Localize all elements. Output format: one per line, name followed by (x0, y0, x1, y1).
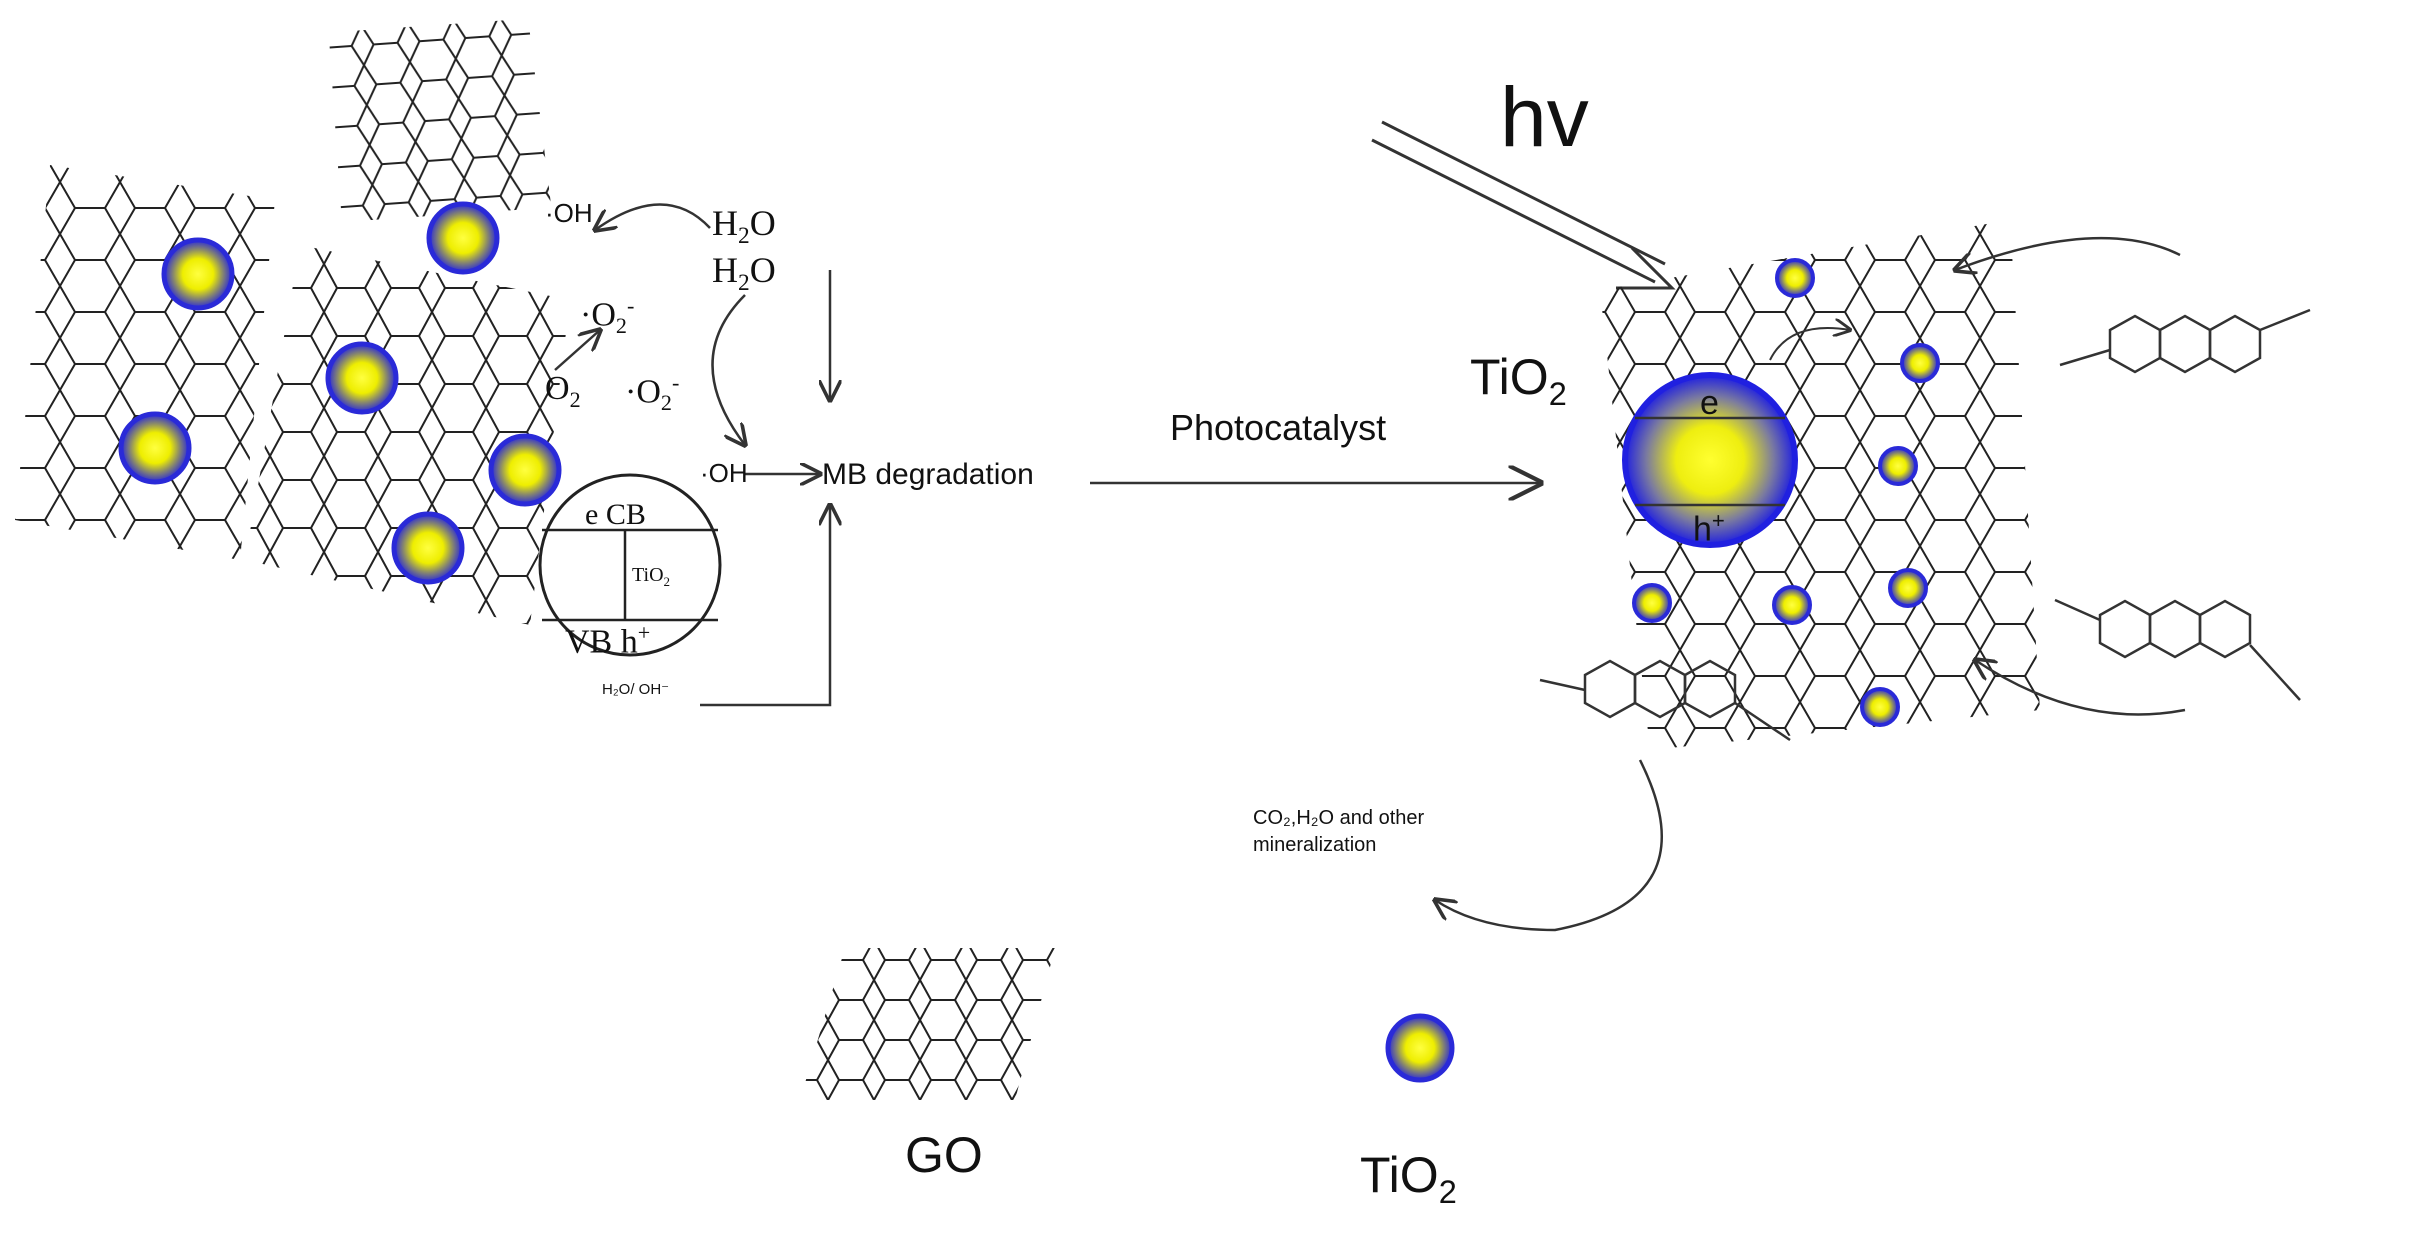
tio2-particle (488, 433, 562, 507)
mineralization-label: CO₂,H₂O and other mineralization (1253, 805, 1424, 859)
tio2-main-label: TiO2 (1470, 349, 1567, 412)
go-caption: GO (905, 1127, 983, 1183)
band-diagram-magnifier (538, 473, 722, 657)
radical-arrows (554, 203, 1540, 707)
light-hv-label: hv (1500, 70, 1589, 164)
left-graphene-composite (15, 18, 570, 625)
tio2-particle (1860, 687, 1900, 727)
arrow-molecule-in-bottom (1975, 660, 2186, 716)
tio2-particle (118, 411, 192, 485)
oxygen-label: O2 (545, 370, 581, 412)
arrow-mineralization (1435, 759, 1663, 932)
tio2-particle (391, 511, 465, 585)
tio2-particle (1888, 568, 1928, 608)
hydroxyl-radical-top: ·OH (545, 198, 593, 228)
legend-go-sheet (800, 948, 1055, 1100)
arrow-o2-radical (554, 330, 600, 371)
left-tio2-particles (118, 201, 562, 585)
tio2-particle (1772, 585, 1812, 625)
superoxide-radical-2: ·O2- (625, 370, 680, 416)
mb-molecule-on-sheet (1539, 659, 1791, 742)
water-label-1: H2O (712, 203, 776, 250)
tio2-particle (325, 341, 399, 415)
water-label-2: H2O (712, 250, 776, 297)
tio2-particle (1878, 446, 1918, 486)
right-tio2-particles (1632, 258, 1940, 727)
hydroxyl-radical-mid: ·OH (700, 458, 748, 488)
electron-label: e (1700, 384, 1719, 422)
large-tio2-particle (1622, 372, 1798, 548)
valence-band-label: VB h+ (565, 620, 651, 661)
arrow-electron-transfer (1769, 328, 1850, 361)
legend-tio2-particle (1385, 1013, 1455, 1083)
graphene-sheet-left (15, 165, 275, 560)
mineralization-line-1: CO₂,H₂O and other (1253, 807, 1425, 829)
tio2-particle (1775, 258, 1815, 298)
arrow-h2o-to-oh (595, 203, 711, 230)
arrow-h2o-to-oh-mid (711, 294, 746, 445)
mb-molecule-top-right (2059, 308, 2311, 374)
tio2-particle (426, 201, 500, 275)
hole-label: h+ (1693, 508, 1725, 549)
mb-degradation-label: MB degradation (822, 458, 1034, 491)
arrow-molecule-in-top (1955, 236, 2181, 270)
graphene-sheet-right (245, 245, 570, 625)
photocatalyst-label: Photocatalyst (1170, 407, 1387, 448)
mineralization-line-2: mineralization (1253, 834, 1377, 856)
mb-molecule-bottom-right (2054, 598, 2301, 701)
tio2-particle (1900, 343, 1940, 383)
tio2-caption: TiO2 (1360, 1147, 1457, 1210)
tio2-particle (161, 237, 235, 311)
tio2-particle (1632, 583, 1672, 623)
graphene-sheet-top (328, 18, 552, 223)
superoxide-radical-1: ·O2- (580, 293, 635, 339)
conduction-band-label: e CB (585, 498, 646, 531)
right-curved-arrows (1435, 236, 2186, 932)
water-hydroxide-label: H₂O/ OH⁻ (602, 681, 670, 698)
band-tio2-label: TiO2 (632, 564, 671, 589)
arrow-h2o-oh-to-mb (700, 505, 830, 707)
